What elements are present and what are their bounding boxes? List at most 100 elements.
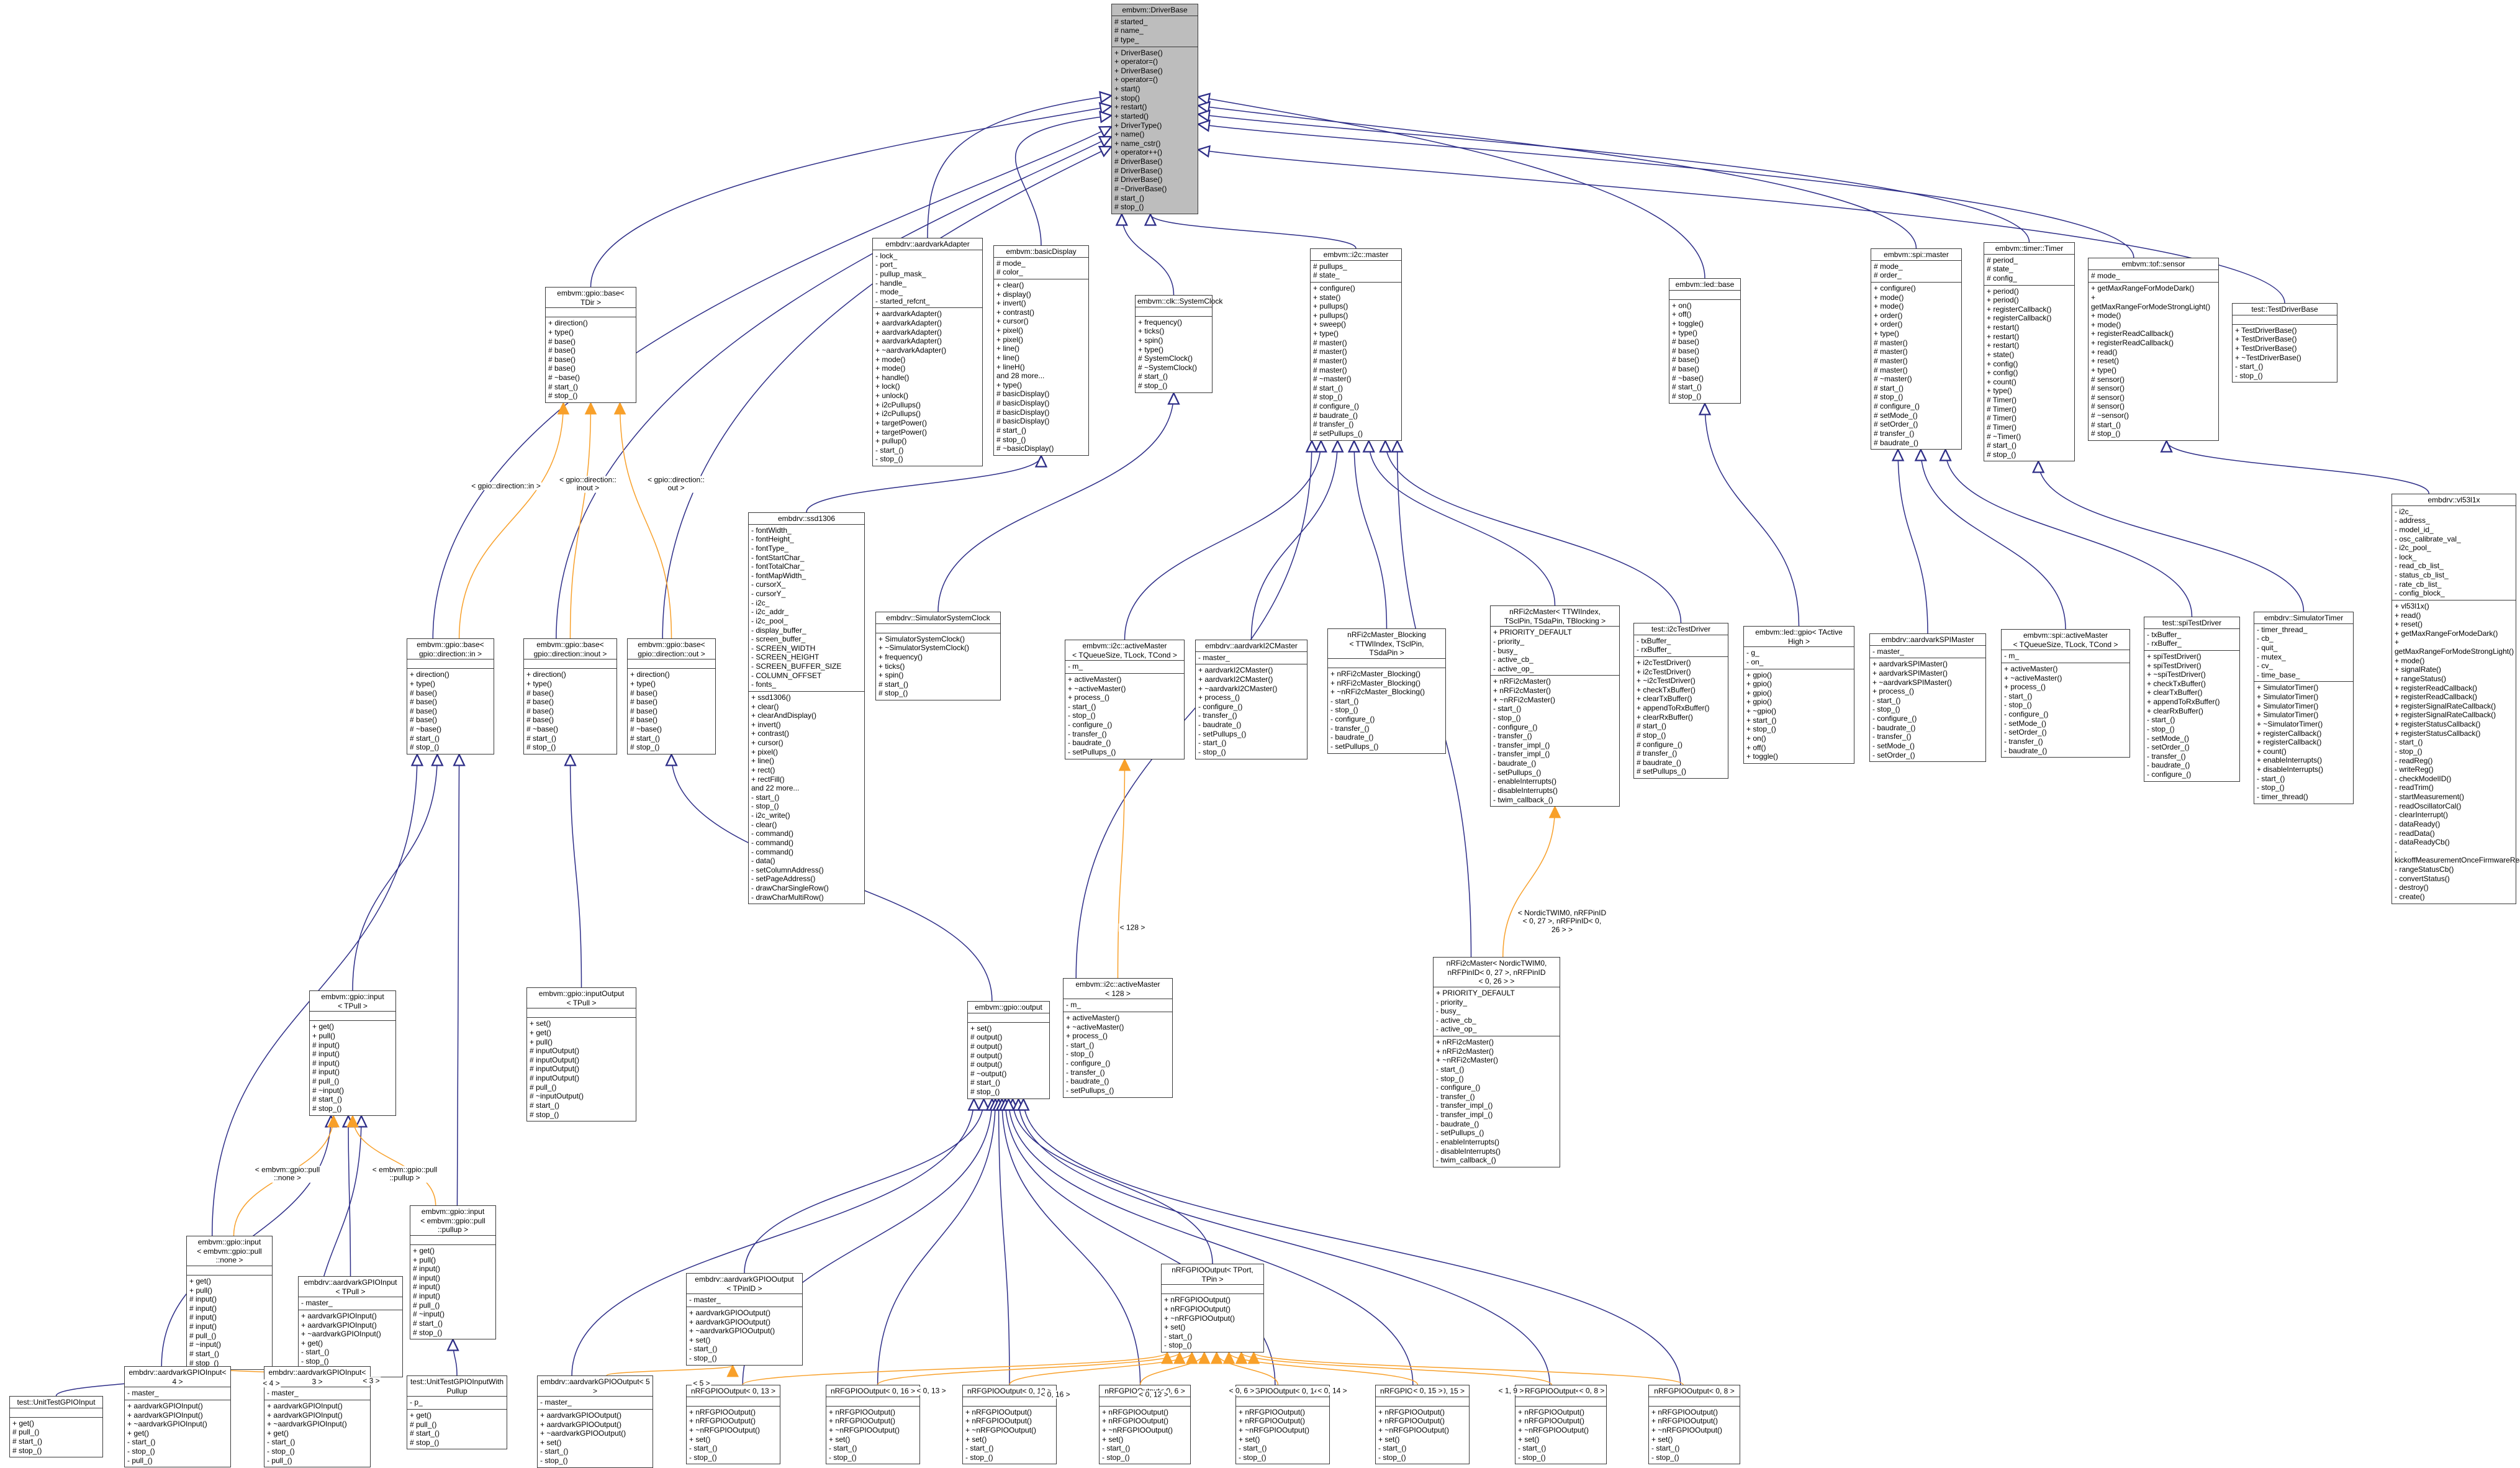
- template-edge-i2c_activeMaster_128-to-i2c_activeMaster_T: [1117, 759, 1125, 979]
- inherit-edge-i2c_activeMaster_T-to-i2c_master: [1124, 441, 1321, 640]
- class-box-vl53l1x[interactable]: embdrv::vl53l1x- i2c_- address_- model_i…: [2391, 494, 2520, 904]
- class-box-base_out[interactable]: embvm::gpio::base< gpio::direction::out …: [627, 638, 716, 754]
- class-box-spi_master[interactable]: embvm::spi::master# mode_# order_+ confi…: [1871, 248, 1962, 450]
- class-box-nrf_0_8[interactable]: nRFGPIOOutput< 0, 8 >+ nRFGPIOOutput()+ …: [1648, 1385, 1740, 1465]
- class-box-simulatorTimer[interactable]: embdrv::SimulatorTimer- timer_thread_- c…: [2254, 612, 2354, 804]
- class-methods: + activeMaster()+ ~activeMaster()+ proce…: [2002, 662, 2129, 757]
- class-box-testDriverBase[interactable]: test::TestDriverBase+ TestDriverBase()+ …: [2232, 303, 2337, 383]
- class-methods: + get()+ pull()# input()# input()# input…: [310, 1020, 395, 1115]
- class-methods: + aardvarkGPIOInput()+ aardvarkGPIOInput…: [125, 1399, 230, 1467]
- class-box-aardvarkI2CMaster[interactable]: embdrv::aardvarkI2CMaster- master_+ aard…: [1195, 640, 1307, 759]
- class-box-nrf_0_14[interactable]: nRFGPIOOutput< 0, 14 >+ nRFGPIOOutput()+…: [1235, 1385, 1330, 1465]
- class-title: test::i2cTestDriver: [1651, 625, 1711, 633]
- class-box-basicDisplay[interactable]: embvm::basicDisplay# mode_# color_+ clea…: [993, 245, 1089, 456]
- template-args-label: < 1, 9 >: [1497, 1386, 1525, 1395]
- class-box-nrfGPIOOutput_T[interactable]: nRFGPIOOutput< TPort, TPin >+ nRFGPIOOut…: [1161, 1264, 1264, 1352]
- class-attributes: + PRIORITY_DEFAULT- priority_- busy_- ac…: [1491, 626, 1619, 675]
- template-edge-nrf_0_16-to-nrfGPIOOutput_T: [877, 1352, 1180, 1385]
- class-box-gpio_input_T[interactable]: embvm::gpio::input < TPull >+ get()+ pul…: [309, 990, 396, 1116]
- class-box-i2c_master[interactable]: embvm::i2c::master# pullups_# state_+ co…: [1310, 248, 1402, 441]
- class-attributes: [310, 1011, 395, 1020]
- class-box-aardvarkGPIOOutput_T[interactable]: embdrv::aardvarkGPIOOutput < TPinID >- m…: [686, 1273, 803, 1366]
- class-methods: + get()+ pull()# input()# input()# input…: [187, 1274, 272, 1369]
- inherit-edge-tof_sensor-to-driverBase: [1198, 124, 2134, 258]
- inherit-edge-unitTestGPIOInputWithPullup-to-input_pullup: [453, 1339, 458, 1376]
- class-attributes: - timer_thread_- cb_- quit_- mutex_- cv_…: [2254, 623, 2353, 682]
- class-attributes: # mode_: [2089, 269, 2218, 283]
- class-attributes: [527, 1008, 636, 1017]
- class-box-input_none[interactable]: embvm::gpio::input < embvm::gpio::pull :…: [186, 1236, 273, 1371]
- class-box-gpio_inputOutput_T[interactable]: embvm::gpio::inputOutput < TPull >+ set(…: [526, 987, 636, 1122]
- class-attributes: - master_: [299, 1297, 402, 1310]
- class-title: embvm::DriverBase: [1122, 6, 1188, 14]
- class-box-aardvarkGPIOInput_T[interactable]: embdrv::aardvarkGPIOInput < TPull >- mas…: [298, 1276, 403, 1378]
- inherit-edge-nrfI2cMaster_T-to-i2c_master: [1369, 441, 1556, 606]
- class-box-nrf_0_15[interactable]: nRFGPIOOutput< 0, 15 >+ nRFGPIOOutput()+…: [1375, 1385, 1470, 1465]
- class-box-led_gpio[interactable]: embvm::led::gpio< TActive High >- g_- on…: [1743, 626, 1854, 764]
- class-title: embvm::tof::sensor: [2121, 260, 2185, 268]
- class-box-aardvarkGPIOOutput_5[interactable]: embdrv::aardvarkGPIOOutput< 5 >- master_…: [537, 1375, 653, 1468]
- class-title: embdrv::SimulatorSystemClock: [886, 614, 990, 622]
- class-box-i2cTestDriver[interactable]: test::i2cTestDriver- txBuffer_- rxBuffer…: [1633, 623, 1728, 779]
- class-attributes: [1515, 1396, 1606, 1406]
- class-box-base_in[interactable]: embvm::gpio::base< gpio::direction::in >…: [407, 638, 494, 754]
- class-box-gpio_output[interactable]: embvm::gpio::output+ set()# output()# ou…: [967, 1001, 1050, 1099]
- inherit-edge-input_pullup-to-base_in: [457, 754, 459, 1206]
- class-box-nrf_blocking[interactable]: nRFi2cMaster_Blocking < TTWIIndex, TSclP…: [1327, 628, 1446, 754]
- class-methods: + set()+ get()+ pull()# inputOutput()# i…: [527, 1017, 636, 1121]
- class-title: embvm::spi::activeMaster < TQueueSize, T…: [2013, 631, 2118, 649]
- inherit-edge-simSystemClock-to-systemClock: [937, 393, 1174, 612]
- class-box-i2c_activeMaster_128[interactable]: embvm::i2c::activeMaster < 128 >- m_+ ac…: [1063, 978, 1173, 1098]
- class-box-systemClock[interactable]: embvm::clk::SystemClock+ frequency()+ ti…: [1135, 295, 1222, 393]
- class-attributes: # started_# name_# type_: [1112, 15, 1198, 47]
- class-box-simSystemClock[interactable]: embdrv::SimulatorSystemClock+ SimulatorS…: [875, 612, 1001, 700]
- class-box-aardvarkGPIOInput_4[interactable]: embdrv::aardvarkGPIOInput< 4 >- master_+…: [124, 1366, 231, 1468]
- inherit-edge-led_gpio-to-led_base: [1705, 404, 1800, 627]
- inherit-edge-i2cTestDriver-to-i2c_master: [1385, 441, 1682, 623]
- class-box-aardvarkSPIMaster[interactable]: embdrv::aardvarkSPIMaster- master_+ aard…: [1869, 633, 1986, 763]
- class-methods: + clear()+ display()+ invert()+ contrast…: [994, 278, 1088, 455]
- class-box-tof_sensor[interactable]: embvm::tof::sensor# mode_+ getMaxRangeFo…: [2088, 258, 2219, 441]
- class-attributes: - master_: [125, 1387, 230, 1400]
- class-box-led_base[interactable]: embvm::led::base+ on()+ off()+ toggle()+…: [1669, 278, 1741, 404]
- class-box-nrf_0_13[interactable]: nRFGPIOOutput< 0, 13 >+ nRFGPIOOutput()+…: [686, 1385, 780, 1465]
- template-edge-nrf_0_12-to-nrfGPIOOutput_T: [1009, 1352, 1192, 1385]
- template-args-label: < 0, 14 >: [1316, 1386, 1348, 1395]
- class-box-timer[interactable]: embvm::timer::Timer# period_# state_# co…: [1984, 242, 2075, 462]
- class-box-nrf_0_16[interactable]: nRFGPIOOutput< 0, 16 >+ nRFGPIOOutput()+…: [826, 1385, 920, 1465]
- class-box-aardvarkGPIOInput_3[interactable]: embdrv::aardvarkGPIOInput< 3 >- master_+…: [264, 1366, 371, 1468]
- class-attributes: - master_: [264, 1387, 370, 1400]
- class-box-i2c_activeMaster_T[interactable]: embvm::i2c::activeMaster < TQueueSize, T…: [1065, 640, 1185, 759]
- class-methods: + nRFi2cMaster_Blocking()+ nRFi2cMaster_…: [1328, 667, 1445, 753]
- class-methods: + aardvarkGPIOOutput()+ aardvarkGPIOOutp…: [538, 1408, 653, 1467]
- inherit-edge-gpio_base_tdir-to-driverBase: [590, 106, 1112, 288]
- class-attributes: [1669, 289, 1740, 299]
- class-box-nrfI2cMaster_T[interactable]: nRFi2cMaster< TTWIIndex, TSclPin, TSdaPi…: [1490, 605, 1620, 807]
- class-title: nRFGPIOOutput< 0, 8 >: [1654, 1387, 1735, 1395]
- class-box-input_pullup[interactable]: embvm::gpio::input < embvm::gpio::pull :…: [410, 1205, 496, 1340]
- class-box-aardvarkAdapter[interactable]: embdrv::aardvarkAdapter- lock_- port_- p…: [872, 238, 983, 466]
- class-methods: + DriverBase()+ operator=()+ DriverBase(…: [1112, 46, 1198, 214]
- inherit-edge-i2c_activeMaster_128-to-i2c_master: [1075, 441, 1312, 979]
- class-box-unitTestGPIOInputWithPullup[interactable]: test::UnitTestGPIOInputWith Pullup- p_+ …: [407, 1375, 507, 1450]
- class-box-base_inout[interactable]: embvm::gpio::base< gpio::direction::inou…: [523, 638, 617, 754]
- class-box-nrf_nordic[interactable]: nRFi2cMaster< NordicTWIM0, nRFPinID< 0, …: [1433, 957, 1560, 1167]
- class-box-nrf_1_9[interactable]: nRFGPIOOutput< 1, 9 >+ nRFGPIOOutput()+ …: [1515, 1385, 1607, 1465]
- class-box-driverBase[interactable]: embvm::DriverBase# started_# name_# type…: [1111, 4, 1198, 214]
- template-edge-nrf_0_6-to-nrfGPIOOutput_T: [1139, 1352, 1204, 1385]
- template-args-label: < 4 >: [261, 1379, 281, 1388]
- class-methods: + nRFGPIOOutput()+ nRFGPIOOutput()+ ~nRF…: [1162, 1294, 1263, 1352]
- class-box-nrf_0_6[interactable]: nRFGPIOOutput< 0, 6 >+ nRFGPIOOutput()+ …: [1099, 1385, 1191, 1465]
- class-box-gpio_base_tdir[interactable]: embvm::gpio::base< TDir >+ direction()+ …: [545, 287, 636, 403]
- inherit-edge-aardvarkGPIOOutput_5-to-gpio_output: [571, 1099, 974, 1376]
- class-box-spiTestDriver[interactable]: test::spiTestDriver- txBuffer_- rxBuffer…: [2144, 617, 2240, 782]
- class-box-spi_activeMaster_T[interactable]: embvm::spi::activeMaster < TQueueSize, T…: [2001, 629, 2130, 758]
- template-args-label: < 3 >: [361, 1376, 381, 1385]
- class-attributes: - lock_- port_- pullup_mask_- handle_- m…: [873, 249, 982, 308]
- class-attributes: - g_- on_: [1744, 646, 1854, 668]
- class-methods: + nRFGPIOOutput()+ nRFGPIOOutput()+ ~nRF…: [687, 1405, 780, 1464]
- class-methods: + i2cTestDriver()+ i2cTestDriver()+ ~i2c…: [1634, 656, 1728, 778]
- class-box-ssd1306[interactable]: embdrv::ssd1306- fontWidth_- fontHeight_…: [748, 512, 865, 905]
- class-box-unitTestGPIOInput[interactable]: test::UnitTestGPIOInput+ get()# pull_()#…: [9, 1396, 103, 1458]
- class-methods: + nRFi2cMaster()+ nRFi2cMaster()+ ~nRFi2…: [1491, 675, 1619, 806]
